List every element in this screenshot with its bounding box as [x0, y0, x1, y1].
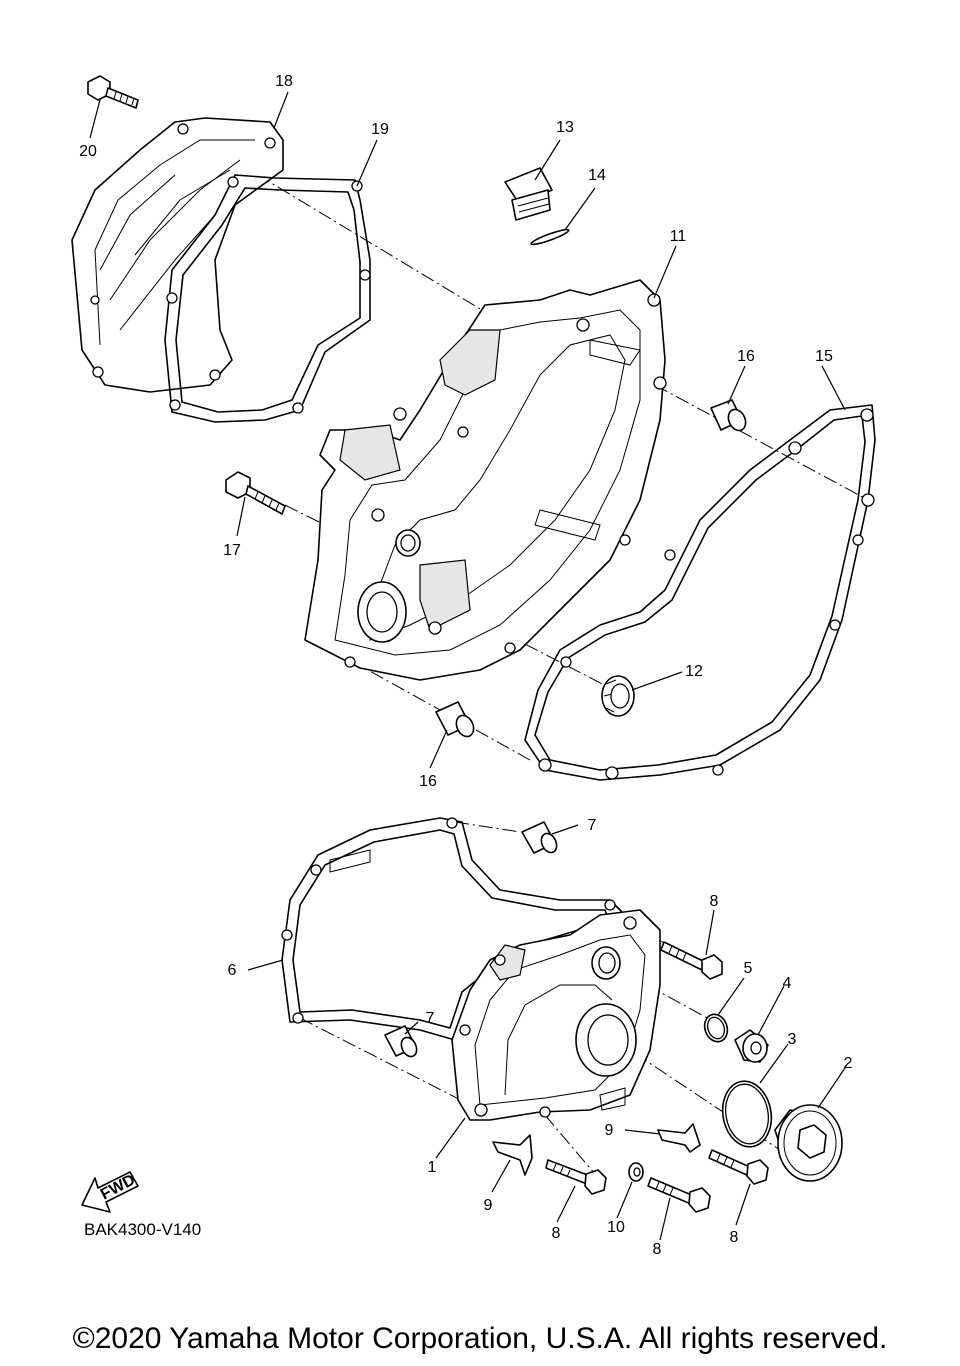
dowel-pin-16-lower	[435, 701, 475, 738]
bolt-8-b	[545, 1159, 607, 1195]
callout-8-d: 8	[730, 1229, 739, 1246]
callout-labels: 18 19 20 13 14 11 16 15 17 12 16 7 8 6 5…	[79, 73, 852, 1258]
bolt-8-c	[647, 1177, 711, 1213]
callout-7-upper: 7	[588, 817, 597, 834]
bolt-8-a	[660, 941, 723, 980]
callout-11: 11	[670, 228, 687, 245]
gasket-19	[164, 174, 371, 423]
callout-15: 15	[815, 348, 833, 365]
callout-20: 20	[79, 143, 97, 160]
o-ring-5	[703, 1013, 729, 1043]
callout-1: 1	[428, 1159, 437, 1176]
dowel-pin-7-lower	[384, 1025, 418, 1058]
clamp-9-a	[492, 1134, 533, 1176]
callout-16-lower: 16	[419, 773, 437, 790]
callout-18: 18	[275, 73, 293, 90]
callout-7-lower: 7	[426, 1010, 435, 1027]
gasket-15	[524, 404, 876, 781]
forward-arrow-label: FWD	[98, 1171, 138, 1203]
callout-4: 4	[783, 975, 792, 992]
copyright-notice: ©2020 Yamaha Motor Corporation, U.S.A. A…	[72, 1322, 888, 1355]
forward-arrow-icon: FWD	[81, 1171, 139, 1213]
bolt-20	[87, 75, 139, 109]
leader-lines	[89, 91, 846, 1241]
o-ring-14	[530, 228, 570, 246]
callout-9-a: 9	[484, 1197, 493, 1214]
diagram-code: BAK4300-V140	[84, 1220, 202, 1239]
exploded-parts-diagram: FWD 18 19 20 13 14 11	[71, 73, 876, 1258]
callout-12: 12	[685, 663, 703, 680]
clamp-9-b	[657, 1123, 701, 1153]
callout-10: 10	[607, 1219, 625, 1236]
dowel-pin-7-upper	[521, 821, 558, 854]
callout-16-upper: 16	[737, 348, 755, 365]
o-ring-3	[721, 1080, 773, 1148]
callout-9-b: 9	[605, 1122, 614, 1139]
crankcase-cover-inner	[304, 279, 667, 681]
plug-4	[734, 1029, 769, 1063]
crankcase-cover-1	[451, 909, 661, 1121]
callout-3: 3	[788, 1031, 797, 1048]
dowel-pin-16-upper	[710, 399, 747, 432]
crankshaft-cap-2	[774, 1104, 843, 1182]
callout-8-a: 8	[710, 893, 719, 910]
callout-13: 13	[556, 119, 574, 136]
bolt-8-d	[708, 1149, 769, 1185]
callout-2: 2	[844, 1055, 853, 1072]
oil-seal-12	[601, 675, 635, 717]
callout-8-b: 8	[552, 1225, 561, 1242]
callout-8-c: 8	[653, 1241, 662, 1258]
washer-10	[628, 1162, 644, 1182]
oil-filler-cap-13	[504, 167, 553, 221]
callout-17: 17	[223, 542, 241, 559]
callout-19: 19	[371, 121, 389, 138]
bolt-17	[225, 471, 286, 515]
callout-5: 5	[744, 960, 753, 977]
callout-6: 6	[228, 962, 237, 979]
callout-14: 14	[588, 167, 606, 184]
